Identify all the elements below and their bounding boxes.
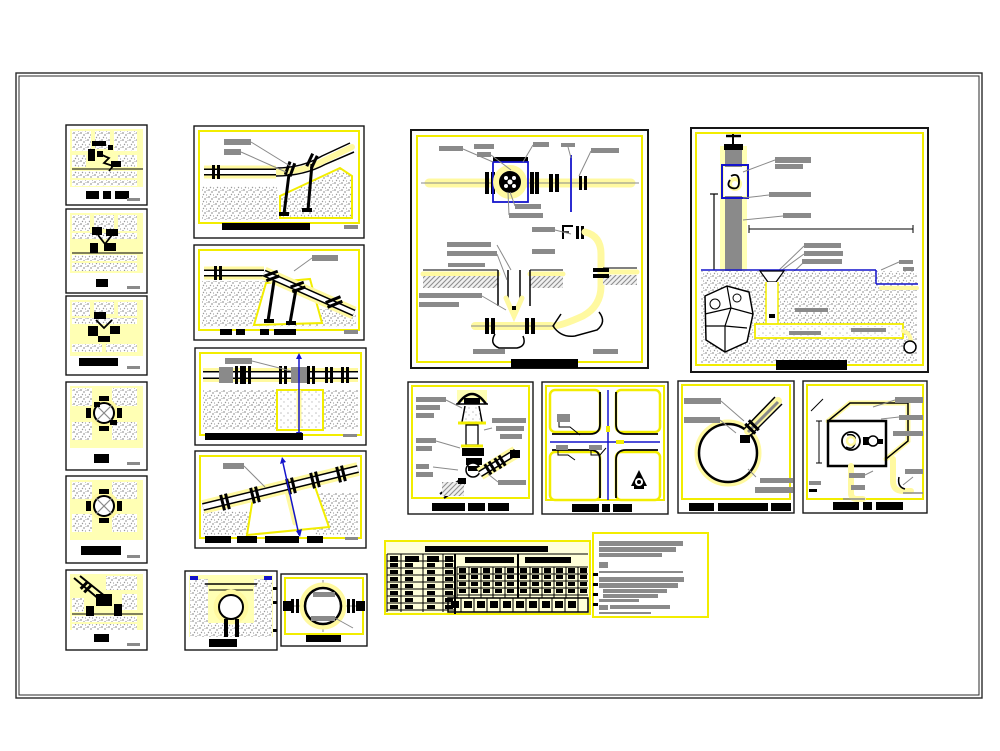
panel-title-bar [236, 329, 245, 335]
panel-border [410, 129, 649, 369]
panel-title-bar [260, 329, 269, 335]
panel-title-bar [833, 502, 859, 510]
panel-detail-hydrant-assembly [407, 381, 534, 515]
panel-notes-panel [592, 532, 709, 618]
panel-scale-bar [345, 537, 358, 540]
panel-title-bar [103, 191, 111, 199]
panel-plan-block-junction-2 [65, 208, 148, 294]
panel-title-bar [209, 639, 237, 647]
panel-plan-street-intersection [541, 381, 669, 515]
panel-title-bar [307, 536, 323, 543]
panel-plan-block-junction-5 [65, 475, 148, 564]
panel-title-bar [718, 503, 768, 511]
panel-title-bar [306, 635, 341, 642]
panel-section-pipe-curve-up [193, 125, 365, 239]
panel-title-bar [205, 433, 303, 440]
panel-scale-bar [127, 286, 140, 289]
panel-scale-bar [127, 555, 140, 558]
panel-plan-block-junction-6 [65, 569, 148, 651]
panel-title-bar [602, 504, 610, 512]
panel-detail-valve-box-isometric [802, 380, 928, 514]
panel-scale-bar [343, 434, 357, 437]
panel-scale-bar [127, 462, 140, 465]
panel-title-bar [205, 536, 231, 543]
panel-title-bar [237, 536, 257, 543]
panel-section-pipe-curve-down [193, 244, 365, 341]
panel-plan-block-junction-3 [65, 295, 148, 376]
panel-scale-bar [344, 330, 358, 334]
sheet-frame [18, 75, 980, 696]
panel-title-bar [572, 504, 599, 512]
panel-title-bar [511, 359, 578, 368]
panel-title-bar [689, 503, 714, 511]
panel-plan-block-junction-1 [65, 124, 148, 206]
panel-title-bar [776, 360, 847, 370]
panel-title-bar [86, 191, 99, 199]
panel-title-bar [220, 329, 232, 335]
panel-title-bar [265, 536, 299, 543]
panel-title-bar [274, 329, 296, 335]
panel-section-pipe-ring [280, 573, 368, 647]
panel-scale-bar [127, 198, 140, 201]
panel-plan-block-junction-4 [65, 381, 148, 471]
panel-title-bar [96, 279, 108, 287]
panel-title-bar [222, 223, 310, 230]
panel-title-bar [79, 358, 118, 366]
panel-title-bar [468, 503, 485, 511]
panel-table-pipe-fittings [384, 540, 591, 615]
panel-title-bar [81, 546, 121, 555]
panel-title-bar [613, 504, 632, 512]
panel-scale-bar [127, 643, 140, 646]
panel-section-trench-cross [184, 570, 278, 651]
panel-scale-bar [344, 225, 358, 229]
panel-plan-manhole-connection [677, 380, 795, 514]
panel-title-bar [432, 503, 465, 511]
panel-title-bar [876, 502, 903, 510]
panel-detail-standpipe-section [690, 127, 929, 373]
panel-title-bar [94, 454, 109, 463]
panel-title-bar [94, 634, 109, 642]
panel-section-pipe-valve-horizontal [194, 347, 367, 446]
panel-scale-bar [127, 366, 140, 369]
panel-title-bar [115, 191, 129, 199]
panel-title-bar [771, 503, 791, 511]
panel-section-pipe-valve-sloped [194, 450, 367, 549]
panel-detail-valve-plan-and-section [410, 129, 649, 369]
panel-title-bar [863, 502, 872, 510]
panel-title-bar [488, 503, 509, 511]
